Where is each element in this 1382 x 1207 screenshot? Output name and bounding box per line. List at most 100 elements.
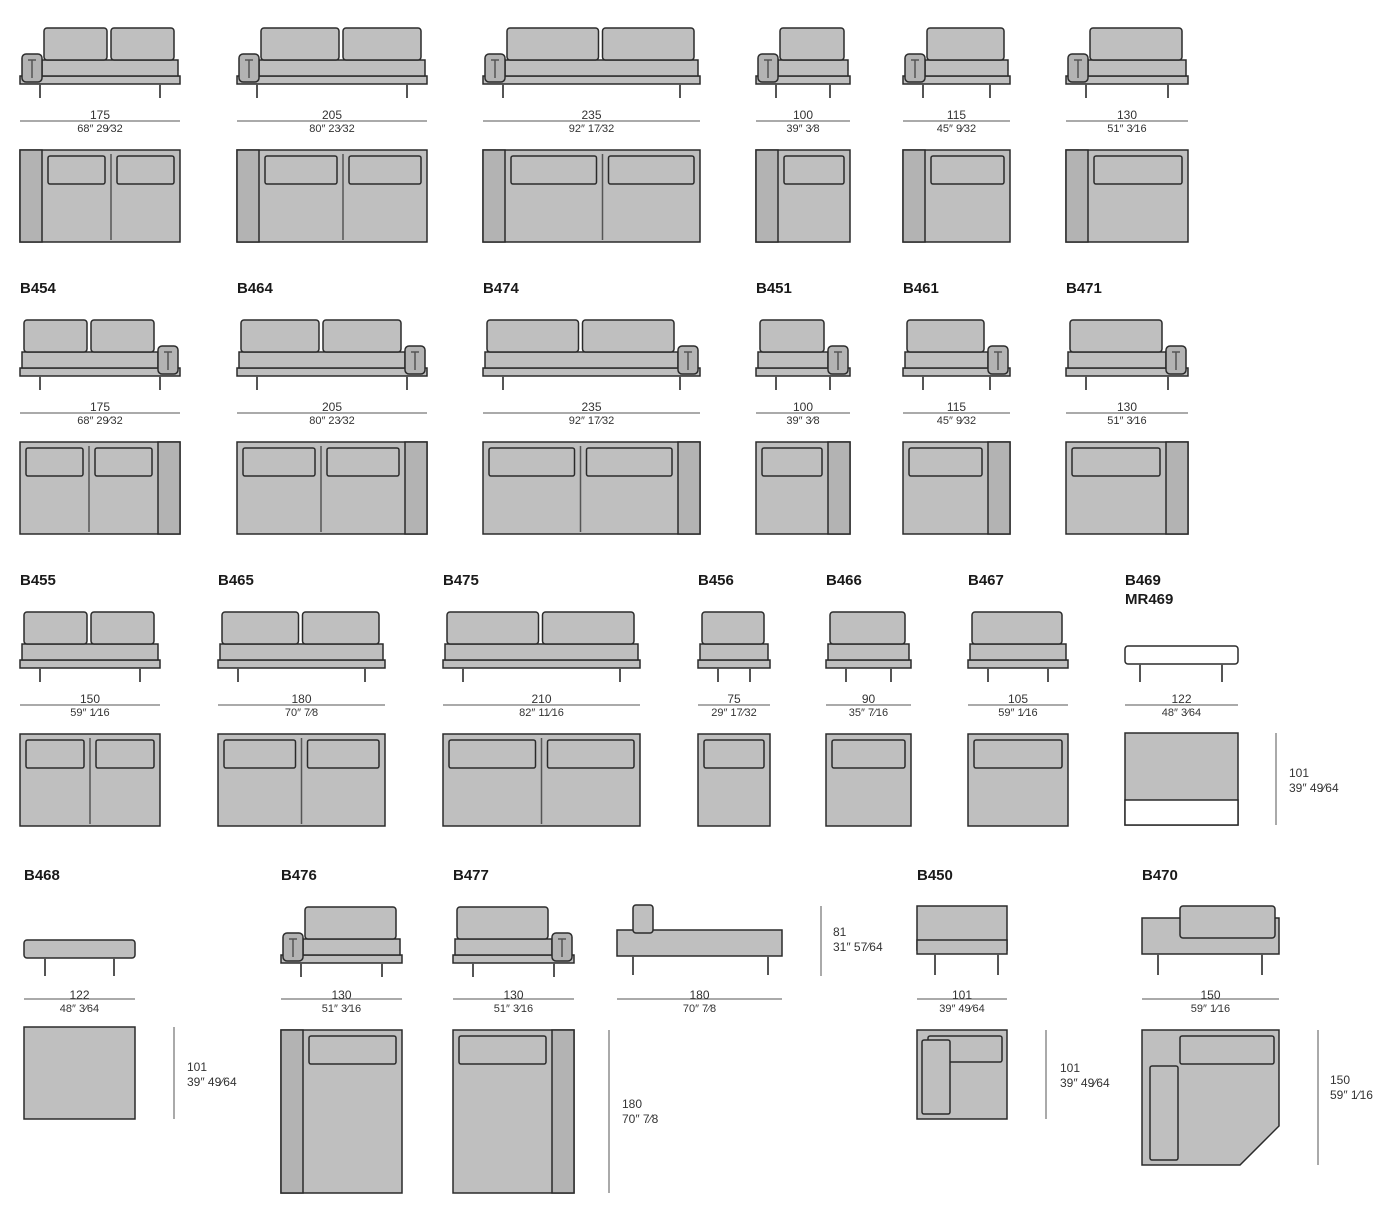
back-cushion: [1069, 319, 1163, 353]
seat-cushion: [484, 351, 679, 369]
plan-side-table: [1165, 441, 1189, 535]
model-code: B456: [698, 572, 734, 589]
back-cushion: [541, 611, 635, 645]
plan-back-cushion: [585, 447, 673, 477]
plan-back-cushion: [308, 1035, 397, 1065]
corner-large-plan-side: [1149, 1065, 1179, 1161]
plan-back-cushion: [264, 155, 338, 185]
seat-cushion: [904, 351, 989, 369]
back-cushion: [221, 611, 300, 645]
seat-cushion: [504, 59, 699, 77]
model-code: B455: [20, 572, 56, 589]
plan-back-cushion: [25, 447, 84, 477]
seat-cushion: [1087, 59, 1187, 77]
plan-back-cushion: [47, 155, 106, 185]
plan-side-table: [827, 441, 851, 535]
back-cushion: [971, 611, 1063, 645]
back-cushion: [90, 319, 155, 353]
back-cushion: [304, 906, 397, 940]
corner-large-plan-back: [1179, 1035, 1275, 1065]
plan-back-cushion: [703, 739, 765, 769]
model-code: B468: [24, 867, 60, 884]
plan-back-cushion: [930, 155, 1005, 185]
model-code: B465: [218, 572, 254, 589]
model-code: B470: [1142, 867, 1178, 884]
plan-back-cushion: [448, 739, 537, 769]
plan-side-table: [902, 149, 926, 243]
back-cushion: [322, 319, 402, 353]
plan-side-table: [755, 149, 779, 243]
plan-side-table: [551, 1029, 575, 1194]
sofa-base: [19, 659, 161, 669]
corner-plan-side: [921, 1039, 951, 1115]
seat-cushion: [258, 59, 426, 77]
back-cushion: [601, 27, 695, 61]
seat-cushion: [757, 351, 829, 369]
back-cushion: [506, 27, 600, 61]
plan-side-table: [1065, 149, 1089, 243]
seat-cushion: [302, 938, 401, 956]
back-cushion: [926, 27, 1005, 61]
back-cushion: [581, 319, 675, 353]
plan-back-cushion: [510, 155, 598, 185]
seat-cushion: [777, 59, 849, 77]
model-code: B451: [756, 280, 792, 297]
pouf-plan-strip: [1124, 799, 1239, 826]
sofa-base: [825, 659, 912, 669]
sofa-base: [217, 659, 386, 669]
seat-cushion: [219, 643, 384, 661]
plan-back-cushion: [116, 155, 175, 185]
seat-cushion: [454, 938, 553, 956]
sofa-base: [236, 367, 428, 377]
back-cushion: [456, 906, 549, 940]
plan-back-cushion: [1071, 447, 1161, 477]
model-code: B476: [281, 867, 317, 884]
model-code: B477: [453, 867, 489, 884]
back-cushion: [23, 319, 88, 353]
seat-cushion: [699, 643, 769, 661]
plan-back-cushion: [242, 447, 316, 477]
back-cushion: [90, 611, 155, 645]
back-cushion: [779, 27, 845, 61]
plan-back-cushion: [95, 739, 155, 769]
model-code: B461: [903, 280, 939, 297]
corner-seat: [916, 939, 1008, 955]
plan-side-table: [677, 441, 701, 535]
model-code: B466: [826, 572, 862, 589]
sofa-base: [19, 75, 181, 85]
plan-back-cushion: [607, 155, 695, 185]
plan-back-cushion: [348, 155, 422, 185]
seat-cushion: [21, 351, 159, 369]
model-code: B450: [917, 867, 953, 884]
seat-cushion: [969, 643, 1067, 661]
ottoman-side: [23, 939, 136, 959]
sofa-base: [19, 367, 181, 377]
model-code: B474: [483, 280, 519, 297]
